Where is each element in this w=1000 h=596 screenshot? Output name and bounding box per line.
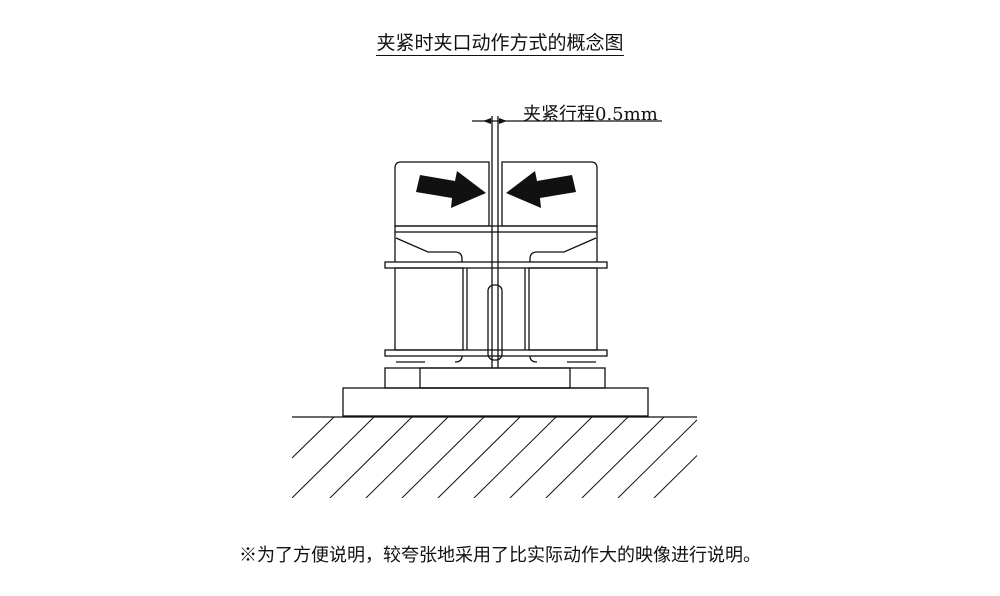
footnote: ※为了方便说明，较夸张地采用了比实际动作大的映像进行说明。 bbox=[239, 545, 761, 566]
ground-hatch bbox=[292, 417, 697, 498]
lower-plate bbox=[384, 349, 608, 357]
stroke-annotation: 夹紧行程0.5mm bbox=[523, 104, 658, 125]
diagram-title: 夹紧时夹口动作方式的概念图 bbox=[376, 32, 624, 56]
left-arrow-icon bbox=[506, 171, 576, 208]
right-arrow-icon bbox=[416, 171, 486, 208]
left-jaw bbox=[394, 161, 490, 227]
dimension-arrow-right bbox=[499, 118, 507, 124]
dimension-arrow-left bbox=[483, 118, 491, 124]
right-jaw bbox=[501, 161, 598, 227]
base-plate bbox=[342, 387, 649, 417]
upper-plate bbox=[384, 261, 608, 269]
